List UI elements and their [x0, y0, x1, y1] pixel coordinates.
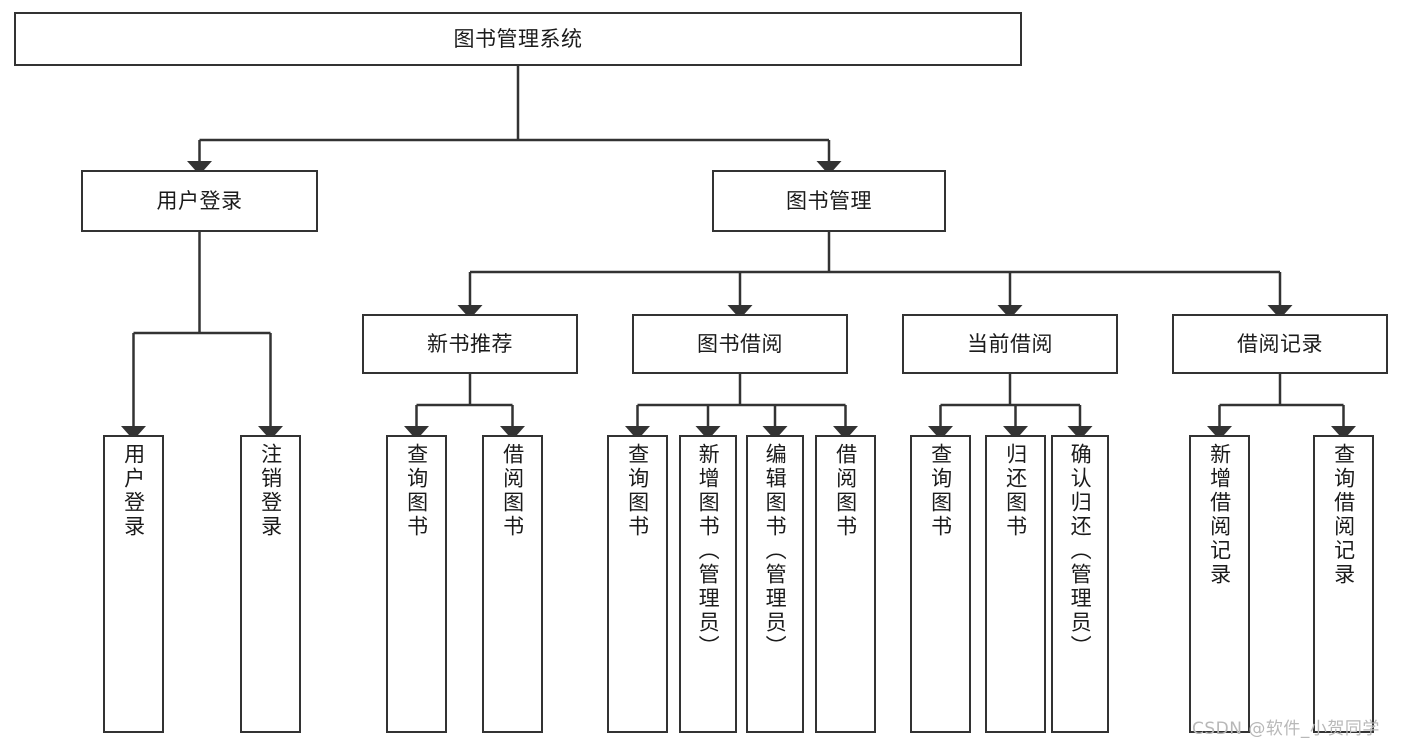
node-leaf-user-login[interactable]: 用户登录: [103, 435, 164, 733]
node-leaf-confirm-return[interactable]: 确认归还（管理员）: [1051, 435, 1109, 733]
node-label: 注销登录: [258, 443, 283, 539]
node-label: 归还图书: [1003, 443, 1028, 539]
node-label: 新增借阅记录: [1207, 443, 1232, 587]
node-leaf-edit-book[interactable]: 编辑图书（管理员）: [746, 435, 804, 733]
node-label: 用户登录: [121, 443, 146, 539]
node-leaf-query-book-1[interactable]: 查询图书: [386, 435, 447, 733]
node-current-borrow[interactable]: 当前借阅: [902, 314, 1118, 374]
node-label: 编辑图书（管理员）: [763, 443, 788, 659]
node-leaf-user-logout[interactable]: 注销登录: [240, 435, 301, 733]
node-label: 借阅图书: [833, 443, 858, 539]
node-label: 确认归还（管理员）: [1068, 443, 1093, 659]
node-label: 查询借阅记录: [1331, 443, 1356, 587]
node-label: 图书借阅: [697, 331, 783, 356]
node-label: 借阅图书: [500, 443, 525, 539]
node-borrow-record[interactable]: 借阅记录: [1172, 314, 1388, 374]
node-book-borrow[interactable]: 图书借阅: [632, 314, 848, 374]
node-label: 借阅记录: [1237, 331, 1323, 356]
node-label: 当前借阅: [967, 331, 1053, 356]
node-new-book-rec[interactable]: 新书推荐: [362, 314, 578, 374]
node-leaf-borrow-book-2[interactable]: 借阅图书: [815, 435, 876, 733]
node-label: 查询图书: [625, 443, 650, 539]
node-leaf-query-book-3[interactable]: 查询图书: [910, 435, 971, 733]
node-leaf-add-book[interactable]: 新增图书（管理员）: [679, 435, 737, 733]
node-leaf-return-book[interactable]: 归还图书: [985, 435, 1046, 733]
node-label: 图书管理系统: [453, 26, 583, 51]
node-label: 图书管理: [786, 188, 872, 213]
node-leaf-query-record[interactable]: 查询借阅记录: [1313, 435, 1374, 733]
node-label: 查询图书: [404, 443, 429, 539]
node-label: 查询图书: [928, 443, 953, 539]
node-label: 新书推荐: [427, 331, 513, 356]
node-label: 新增图书（管理员）: [696, 443, 721, 659]
node-book-manage[interactable]: 图书管理: [712, 170, 946, 232]
csdn-watermark: CSDN @软件_小贺同学: [1192, 719, 1380, 739]
node-leaf-add-record[interactable]: 新增借阅记录: [1189, 435, 1250, 733]
node-leaf-borrow-book-1[interactable]: 借阅图书: [482, 435, 543, 733]
node-leaf-query-book-2[interactable]: 查询图书: [607, 435, 668, 733]
node-label: 用户登录: [156, 188, 243, 213]
edge-paths: [121, 66, 1356, 440]
node-root[interactable]: 图书管理系统: [14, 12, 1022, 66]
node-user-login[interactable]: 用户登录: [81, 170, 318, 232]
